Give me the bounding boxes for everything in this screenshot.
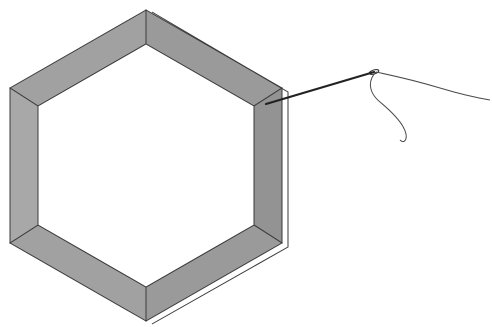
sewing-needle-icon: [266, 69, 379, 104]
frame-strip-left: [10, 88, 38, 243]
frame-strip-right: [254, 88, 282, 243]
hexagon-frame-icon: [10, 10, 288, 324]
thread-icon: [370, 72, 490, 142]
